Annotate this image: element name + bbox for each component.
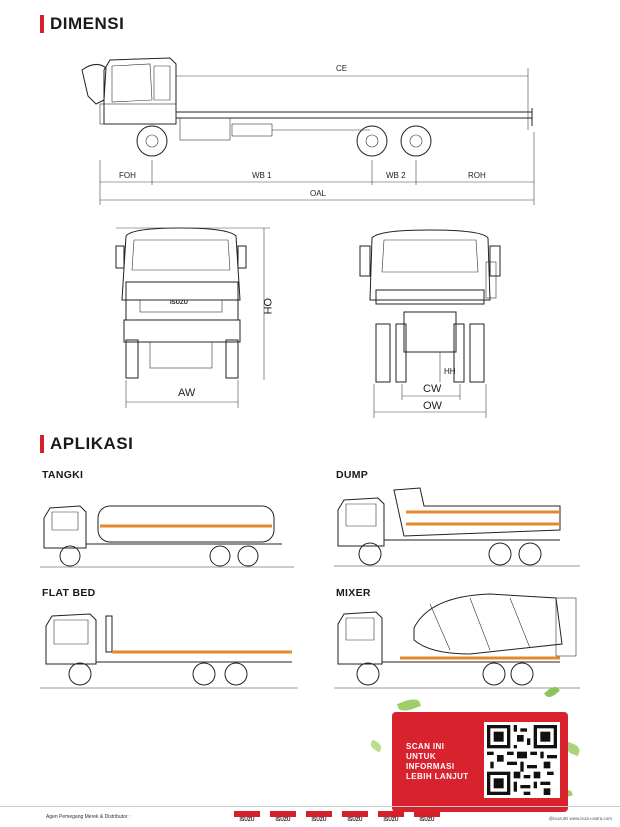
- oal-label: OAL: [310, 189, 327, 198]
- ce-label: CE: [336, 64, 347, 73]
- application-label-tangki: TANGKI: [42, 469, 84, 481]
- social-links-text[interactable]: @isuzuID www.isuzu-astra.com: [548, 816, 612, 821]
- partner-logo-6-text: ISUZU: [419, 817, 435, 823]
- partner-logo-4: ISUZU: [340, 811, 370, 824]
- cw-label: CW: [423, 383, 442, 395]
- partner-logo-5-text: ISUZU: [383, 817, 399, 823]
- dimensions-section-header: DIMENSI: [40, 14, 124, 34]
- wb1-label: WB 1: [252, 171, 272, 180]
- qr-call-to-action: SCAN INI UNTUK INFORMASI LEBIH LANJUT: [406, 742, 469, 782]
- partner-logo-4-text: ISUZU: [347, 817, 363, 823]
- foh-label: FOH: [119, 171, 136, 180]
- partner-logo-5: ISUZU: [376, 811, 406, 824]
- ow-label: OW: [423, 400, 443, 412]
- truck-front-view-drawing: ISUZU OH AW: [115, 227, 273, 408]
- partner-logo-2: ISUZU: [268, 811, 298, 824]
- qr-code-icon[interactable]: [484, 722, 560, 798]
- dimensions-title: DIMENSI: [50, 14, 125, 33]
- truck-side-view-drawing: CE FOH WB 1 WB 2 ROH OAL: [81, 57, 535, 205]
- partner-logo-3-text: ISUZU: [311, 817, 327, 823]
- hh-label: HH: [444, 367, 456, 376]
- application-label-mixer: MIXER: [336, 587, 371, 599]
- grille-badge-label: ISUZU: [170, 300, 188, 306]
- partner-logo-1: ISUZU: [232, 811, 262, 824]
- roh-label: ROH: [468, 171, 486, 180]
- partner-logo-3: ISUZU: [304, 811, 334, 824]
- wb2-label: WB 2: [386, 171, 406, 180]
- applications-title: APLIKASI: [50, 434, 134, 453]
- applications-section-header: APLIKASI: [40, 434, 133, 454]
- qr-scan-card[interactable]: SCAN INI UNTUK INFORMASI LEBIH LANJUT: [392, 712, 568, 812]
- partner-logo-2-text: ISUZU: [275, 817, 291, 823]
- qr-text-line-1: SCAN INI: [406, 742, 445, 751]
- truck-rear-view-drawing: HH CW OW: [359, 229, 501, 418]
- oh-label: OH: [261, 298, 273, 315]
- distributor-text: Agen Pemegang Merek & Distributor :: [46, 814, 131, 820]
- application-label-dump: DUMP: [336, 469, 369, 481]
- partner-logo-6: ISUZU: [412, 811, 442, 824]
- qr-text-line-2: UNTUK: [406, 752, 436, 761]
- qr-text-line-4: LEBIH LANJUT: [406, 772, 469, 781]
- qr-text-line-3: INFORMASI: [406, 762, 455, 771]
- aw-label: AW: [178, 387, 196, 399]
- partner-logo-1-text: ISUZU: [239, 817, 255, 823]
- footer-bar: Agen Pemegang Merek & Distributor : ISUZ…: [0, 806, 620, 827]
- section-accent-bar: [40, 15, 44, 33]
- section-accent-bar: [40, 435, 44, 453]
- application-label-flat-bed: FLAT BED: [42, 587, 96, 599]
